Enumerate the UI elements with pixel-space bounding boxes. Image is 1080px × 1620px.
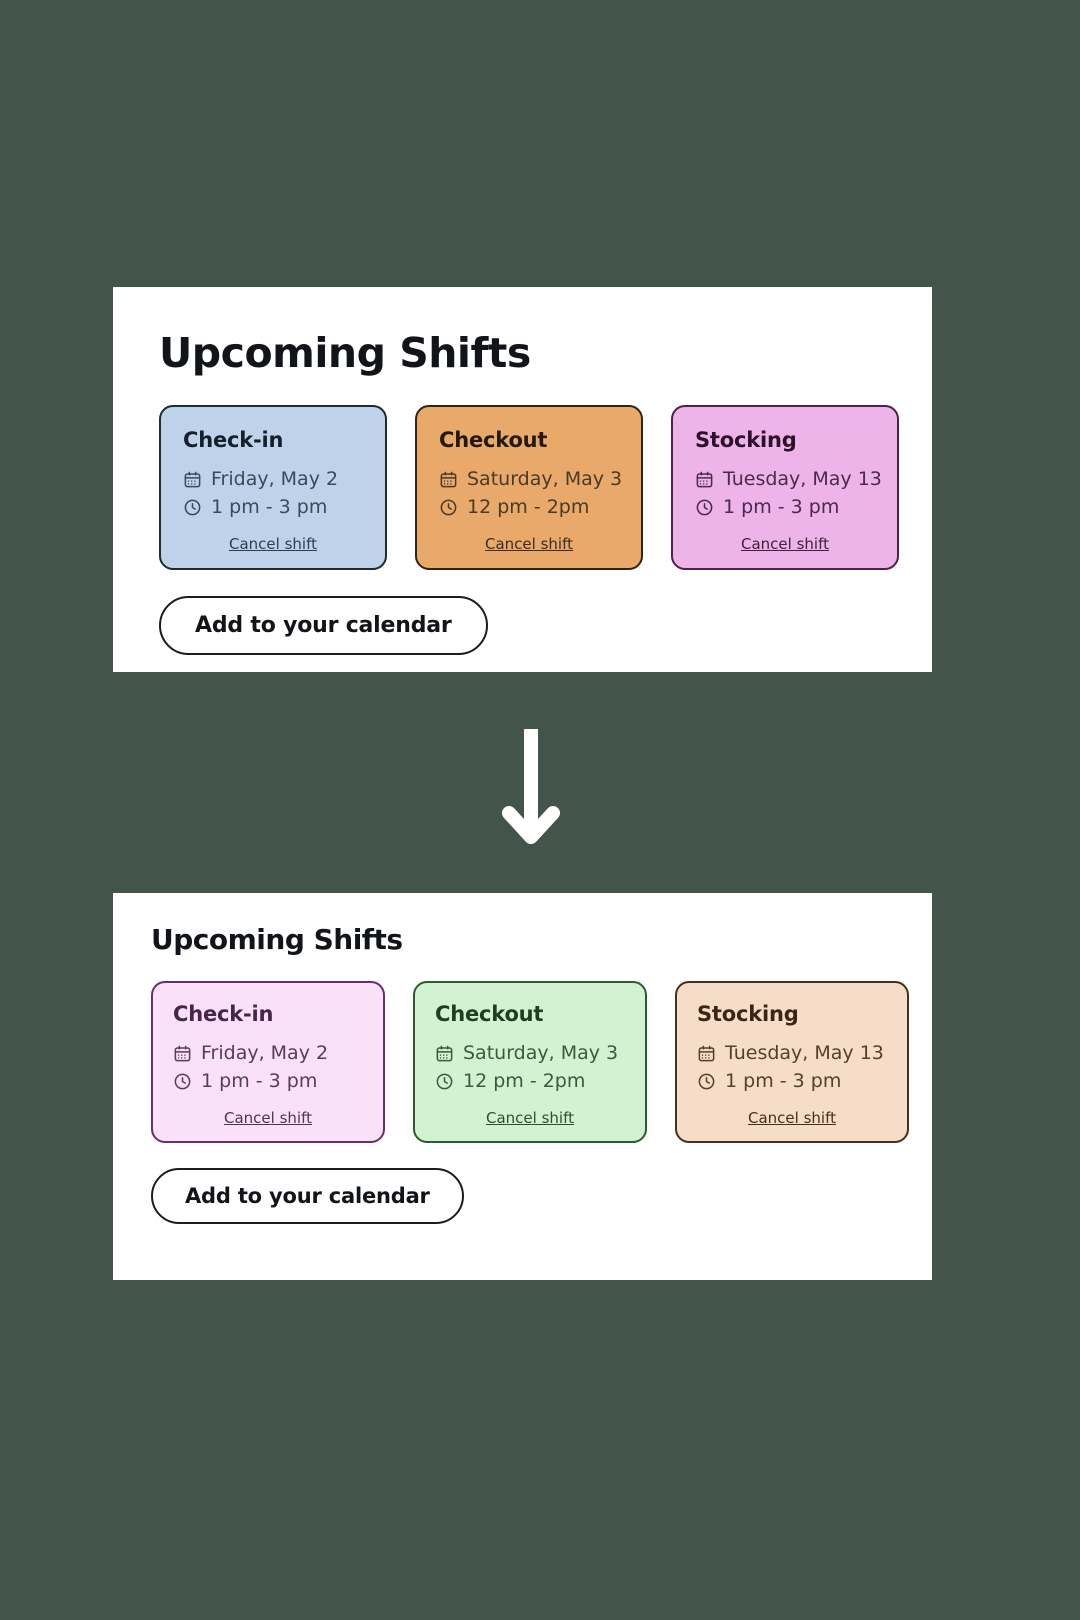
page-title: Upcoming Shifts xyxy=(159,329,531,377)
shift-date-row: Friday, May 2 xyxy=(173,1039,363,1067)
shift-time-row: 12 pm - 2pm xyxy=(439,493,619,521)
shift-title: Stocking xyxy=(697,1002,799,1026)
shift-time: 12 pm - 2pm xyxy=(467,496,590,518)
clock-icon xyxy=(435,1072,454,1091)
calendar-icon xyxy=(697,1044,716,1063)
shift-time-row: 1 pm - 3 pm xyxy=(183,493,363,521)
shift-date: Saturday, May 3 xyxy=(463,1042,619,1064)
shift-time-row: 1 pm - 3 pm xyxy=(173,1067,363,1095)
shift-card[interactable]: Check-in Friday, May 2 xyxy=(159,405,387,570)
shift-card[interactable]: Stocking Tuesday, May 13 xyxy=(671,405,899,570)
shift-date-row: Tuesday, May 13 xyxy=(695,465,882,493)
shift-title: Stocking xyxy=(695,428,797,452)
shift-card[interactable]: Check-in Friday, May 2 xyxy=(151,981,385,1143)
cancel-shift-link[interactable]: Cancel shift xyxy=(224,1109,312,1127)
cancel-shift-link[interactable]: Cancel shift xyxy=(485,535,573,553)
shift-date-row: Tuesday, May 13 xyxy=(697,1039,887,1067)
shift-date-row: Friday, May 2 xyxy=(183,465,363,493)
cancel-shift-row: Cancel shift xyxy=(173,1108,363,1128)
arrow-down-icon xyxy=(496,725,566,850)
cancel-shift-link[interactable]: Cancel shift xyxy=(486,1109,574,1127)
clock-icon xyxy=(439,498,458,517)
calendar-icon xyxy=(695,470,714,489)
shift-date-row: Saturday, May 3 xyxy=(439,465,623,493)
shift-time: 1 pm - 3 pm xyxy=(201,1070,318,1092)
clock-icon xyxy=(697,1072,716,1091)
page-title: Upcoming Shifts xyxy=(151,923,403,956)
shift-time-row: 12 pm - 2pm xyxy=(435,1067,625,1095)
calendar-icon xyxy=(439,470,458,489)
shift-card-list: Check-in Friday, May 2 xyxy=(159,405,932,570)
clock-icon xyxy=(173,1072,192,1091)
shift-time: 1 pm - 3 pm xyxy=(211,496,328,518)
cancel-shift-row: Cancel shift xyxy=(183,534,363,554)
clock-icon xyxy=(183,498,202,517)
add-to-calendar-button[interactable]: Add to your calendar xyxy=(159,596,488,655)
shift-time-row: 1 pm - 3 pm xyxy=(697,1067,887,1095)
clock-icon xyxy=(695,498,714,517)
cancel-shift-row: Cancel shift xyxy=(695,534,875,554)
calendar-icon xyxy=(435,1044,454,1063)
shift-date: Tuesday, May 13 xyxy=(725,1042,884,1064)
shift-title: Checkout xyxy=(435,1002,544,1026)
shift-date: Friday, May 2 xyxy=(201,1042,329,1064)
shift-date: Tuesday, May 13 xyxy=(723,468,882,490)
add-to-calendar-button[interactable]: Add to your calendar xyxy=(151,1168,464,1224)
shift-date: Saturday, May 3 xyxy=(467,468,623,490)
cancel-shift-link[interactable]: Cancel shift xyxy=(741,535,829,553)
shift-time: 1 pm - 3 pm xyxy=(723,496,840,518)
shift-card[interactable]: Checkout Saturday, May 3 xyxy=(413,981,647,1143)
cancel-shift-row: Cancel shift xyxy=(697,1108,887,1128)
shift-date: Friday, May 2 xyxy=(211,468,339,490)
shift-card-list: Check-in Friday, May 2 xyxy=(151,981,932,1143)
shift-title: Checkout xyxy=(439,428,548,452)
shifts-panel-before: Upcoming Shifts Check-in Friday, May 2 xyxy=(113,287,932,672)
shifts-panel-after: Upcoming Shifts Check-in Friday, May 2 xyxy=(113,893,932,1280)
shift-title: Check-in xyxy=(173,1002,274,1026)
shift-time: 12 pm - 2pm xyxy=(463,1070,586,1092)
calendar-icon xyxy=(183,470,202,489)
shift-date-row: Saturday, May 3 xyxy=(435,1039,625,1067)
cancel-shift-link[interactable]: Cancel shift xyxy=(229,535,317,553)
shift-time-row: 1 pm - 3 pm xyxy=(695,493,875,521)
cancel-shift-link[interactable]: Cancel shift xyxy=(748,1109,836,1127)
shift-time: 1 pm - 3 pm xyxy=(725,1070,842,1092)
calendar-icon xyxy=(173,1044,192,1063)
cancel-shift-row: Cancel shift xyxy=(435,1108,625,1128)
cancel-shift-row: Cancel shift xyxy=(439,534,619,554)
shift-card[interactable]: Stocking Tuesday, May 13 xyxy=(675,981,909,1143)
shift-title: Check-in xyxy=(183,428,284,452)
shift-card[interactable]: Checkout Saturday, May 3 xyxy=(415,405,643,570)
